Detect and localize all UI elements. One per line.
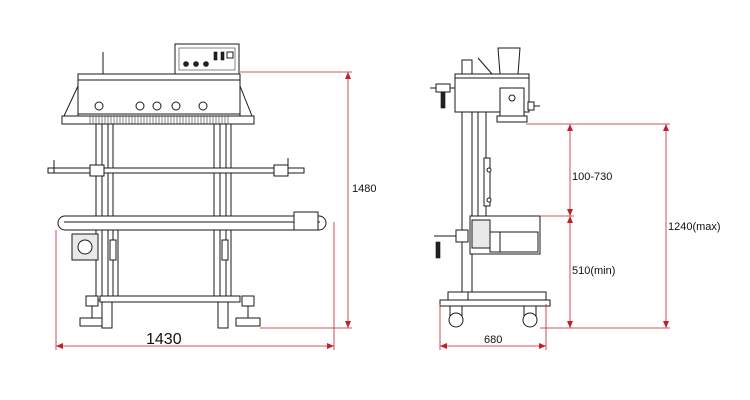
side-width-dimension xyxy=(439,304,547,350)
side-conveyor xyxy=(434,215,541,259)
adjustment-knobs xyxy=(94,101,208,111)
conveyor-belt xyxy=(57,211,327,231)
side-handwheel xyxy=(430,83,455,109)
guide-rail xyxy=(47,158,305,177)
sealing-band xyxy=(89,116,229,124)
front-height-dimension xyxy=(240,71,352,329)
motor-box xyxy=(71,233,99,261)
side-upper-housing xyxy=(454,47,540,123)
side-column xyxy=(461,111,492,301)
control-panel xyxy=(174,43,240,75)
lower-min-label: 510(min) xyxy=(572,265,615,277)
front-view: 1430 1480 xyxy=(47,43,376,350)
front-height-label: 1480 xyxy=(352,183,376,195)
front-width-label: 1430 xyxy=(146,331,182,348)
side-view: 680 100-730 510(min) 1240(max) xyxy=(430,47,721,350)
front-stand xyxy=(79,230,261,329)
upper-range-label: 100-730 xyxy=(572,171,612,183)
total-max-label: 1240(max) xyxy=(668,221,721,233)
side-height-dimensions xyxy=(526,123,670,329)
front-width-dimension xyxy=(55,222,335,350)
front-columns xyxy=(95,123,232,301)
side-width-label: 680 xyxy=(484,334,502,346)
side-base xyxy=(439,291,551,328)
